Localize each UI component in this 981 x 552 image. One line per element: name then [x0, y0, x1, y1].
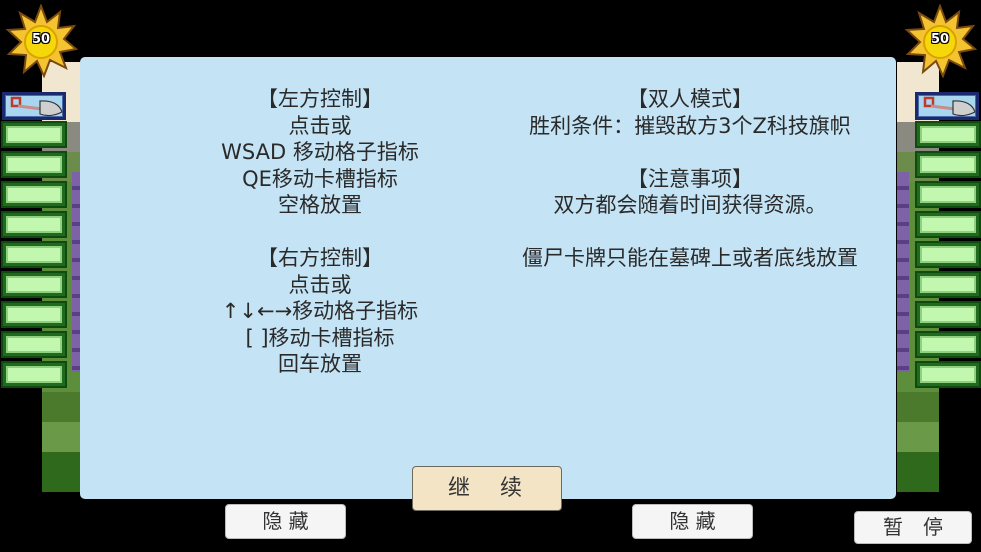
pause-button[interactable]: 暂 停	[854, 511, 972, 544]
card-slot[interactable]	[1, 241, 67, 268]
note-text: 双方都会随着时间获得资源。	[553, 193, 827, 217]
controls-column: 【左方控制】 点击或 WSAD 移动格子指标 QE移动卡槽指标 空格放置 【右方…	[200, 86, 440, 378]
left-controls-heading: 【左方控制】	[257, 87, 383, 111]
instruction-text: 点击或	[288, 272, 352, 297]
card-slot[interactable]	[1, 331, 67, 358]
instruction-text: QE移动卡槽指标	[242, 166, 398, 191]
card-slot[interactable]	[915, 271, 981, 298]
card-slot[interactable]	[1, 181, 67, 208]
instruction-text: 空格放置	[278, 193, 362, 217]
card-slot[interactable]	[1, 211, 67, 238]
notes-heading: 【注意事项】	[627, 166, 753, 191]
instructions-dialog: 【左方控制】 点击或 WSAD 移动格子指标 QE移动卡槽指标 空格放置 【右方…	[80, 57, 896, 499]
card-slot[interactable]	[915, 301, 981, 328]
card-slot[interactable]	[915, 241, 981, 268]
spacer	[490, 219, 890, 246]
card-slot[interactable]	[1, 151, 67, 178]
card-slot[interactable]	[915, 361, 981, 388]
spacer	[490, 139, 890, 166]
hide-right-button[interactable]: 隐 藏	[632, 504, 753, 539]
zombie-group-icon	[897, 172, 909, 372]
card-slot[interactable]	[915, 151, 981, 178]
rules-column: 【双人模式】 胜利条件：摧毁敌方3个Z科技旗帜 【注意事项】 双方都会随着时间获…	[490, 86, 890, 272]
sun-count: 50	[930, 32, 950, 47]
card-slot[interactable]	[1, 271, 67, 298]
card-slot[interactable]	[1, 121, 67, 148]
card-slot[interactable]	[915, 211, 981, 238]
left-sun-counter: 50	[4, 4, 78, 78]
hide-left-button[interactable]: 隐 藏	[225, 504, 346, 539]
instruction-text: ↑↓←→移动格子指标	[221, 299, 419, 323]
instruction-text: 点击或	[288, 113, 352, 138]
note-text: 僵尸卡牌只能在墓碑上或者底线放置	[522, 246, 858, 270]
continue-button[interactable]: 继 续	[412, 466, 562, 511]
sun-icon	[904, 4, 977, 78]
card-slot[interactable]	[915, 181, 981, 208]
instruction-text: 回车放置	[278, 352, 362, 376]
victory-condition: 胜利条件：摧毁敌方3个Z科技旗帜	[529, 113, 851, 138]
right-sun-counter: 50	[903, 4, 977, 78]
spacer	[200, 219, 440, 246]
left-card-slots	[1, 121, 67, 391]
right-shovel-button[interactable]	[915, 92, 979, 120]
card-slot[interactable]	[915, 331, 981, 358]
shovel-icon	[923, 96, 976, 117]
instruction-text: WSAD 移动格子指标	[221, 140, 419, 164]
card-slot[interactable]	[1, 301, 67, 328]
card-slot[interactable]	[915, 121, 981, 148]
left-shovel-button[interactable]	[2, 92, 66, 120]
card-slot[interactable]	[1, 361, 67, 388]
mode-heading: 【双人模式】	[627, 87, 753, 111]
shovel-icon	[10, 96, 63, 117]
right-controls-heading: 【右方控制】	[257, 246, 383, 270]
sun-count: 50	[31, 32, 51, 47]
right-card-slots	[915, 121, 981, 391]
sun-icon	[5, 4, 78, 78]
instruction-text: [ ]移动卡槽指标	[245, 325, 395, 350]
